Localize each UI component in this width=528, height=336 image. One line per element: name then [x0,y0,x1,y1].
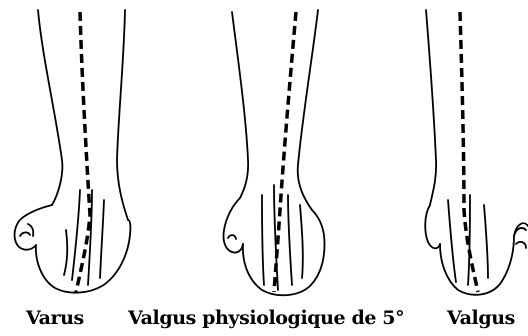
varus-leg-left-contour [38,10,62,205]
physio-malleolus [223,198,243,253]
valgus-axis-line [460,12,478,292]
valgus-leg-left-contour [426,10,436,205]
varus-malleolus [15,205,52,250]
caption-physiological-valgus: Valgus physiologique de 5° [128,304,404,332]
caption-varus: Varus [26,304,84,332]
varus-leg-right-contour [117,10,128,220]
varus-foot-drawing [15,10,131,293]
physio-leg-right-contour [298,10,318,210]
physio-heel [243,210,325,295]
physio-axis-line [274,12,296,292]
varus-axis-line [76,12,90,292]
caption-valgus: Valgus [447,304,515,332]
physio-leg-left-contour [232,12,248,198]
physiological-valgus-foot-drawing [223,10,324,295]
valgus-malleolus [425,205,440,248]
valgus-foot-drawing [425,10,528,295]
